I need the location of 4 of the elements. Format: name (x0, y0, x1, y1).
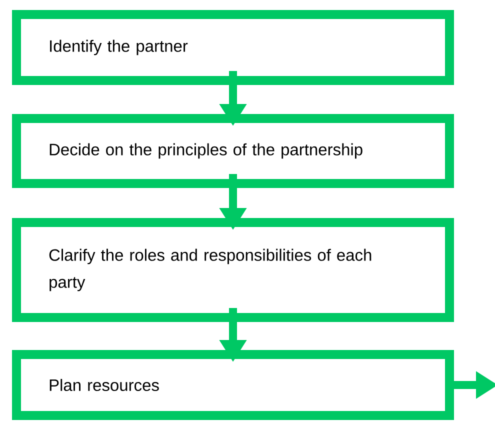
process-box: Plan resources (12, 350, 454, 420)
process-box: Decide on the principles of the partnership (12, 114, 454, 188)
process-box: Clarify the roles and responsibilities of each party (12, 218, 454, 322)
process-box: Identify the partner (12, 10, 454, 85)
